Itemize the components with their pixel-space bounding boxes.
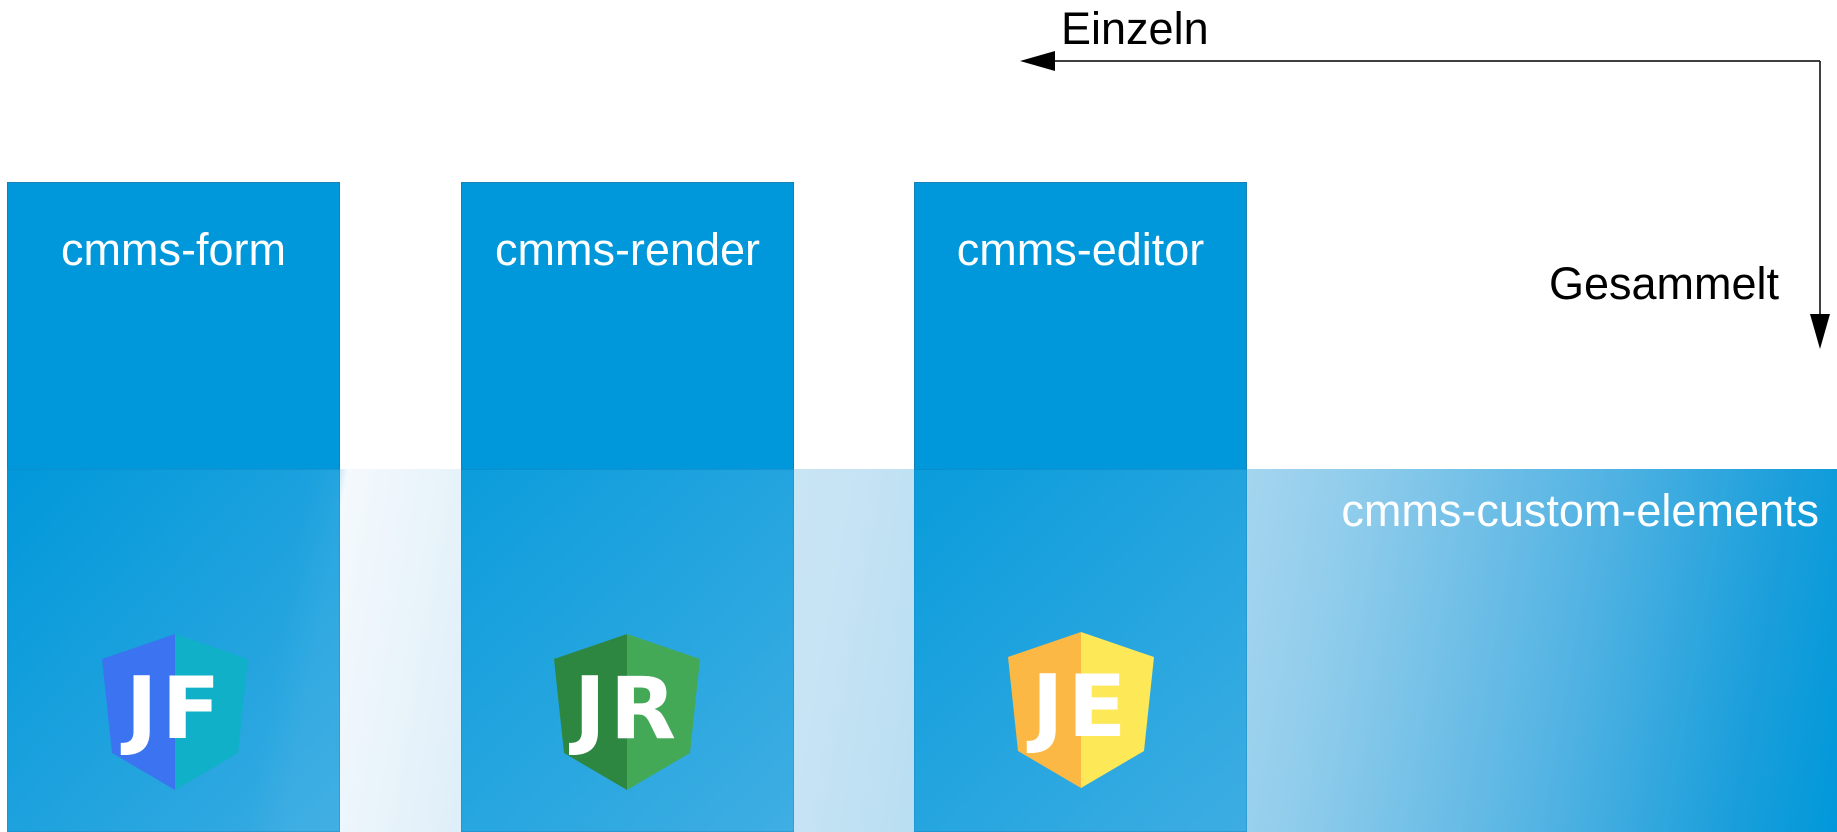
gesammelt-label: Gesammelt [1549,258,1780,309]
je-logo-icon: JE [1008,632,1154,788]
column-form-header: cmms-form [7,182,340,470]
arrow-left-icon [1020,51,1055,71]
custom-elements-label: cmms-custom-elements [1341,485,1819,536]
jr-logo-icon: JR [554,634,700,790]
column-render-label: cmms-render [494,224,761,275]
arrow-down-icon [1810,314,1830,349]
column-editor-header: cmms-editor [914,182,1247,470]
column-editor-label: cmms-editor [956,224,1205,275]
einzeln-label: Einzeln [1061,3,1209,54]
column-form-label: cmms-form [61,224,286,275]
jf-logo-icon: JF [102,634,248,790]
column-render-header: cmms-render [461,182,794,470]
